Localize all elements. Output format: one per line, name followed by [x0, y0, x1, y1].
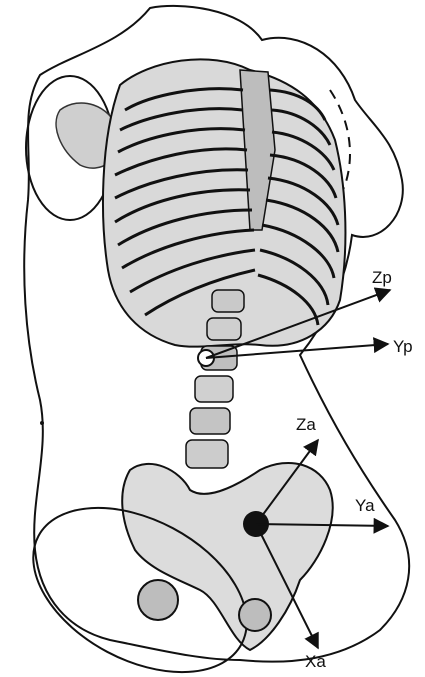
label-zp: Zp — [372, 268, 392, 287]
label-za: Za — [296, 415, 316, 434]
right-femoral-head — [239, 599, 271, 631]
stray-dot — [40, 421, 44, 425]
left-femoral-head — [138, 580, 178, 620]
label-xa: Xa — [305, 652, 326, 671]
pelvis — [122, 463, 332, 650]
label-ya: Ya — [355, 496, 375, 515]
label-yp: Yp — [393, 337, 413, 356]
